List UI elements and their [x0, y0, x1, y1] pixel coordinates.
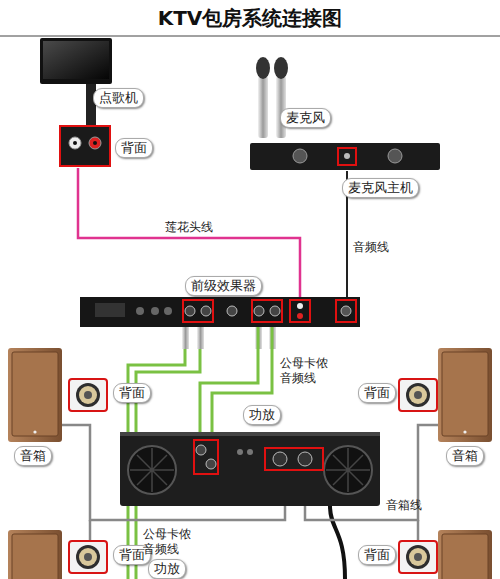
device-label: 麦克风: [280, 108, 331, 128]
amp-body: [120, 432, 380, 506]
speaker-cable: [89, 520, 92, 540]
cable-connector: [305, 425, 438, 520]
highlight-box: [338, 148, 356, 165]
device-label: 音箱: [14, 446, 52, 466]
mic-in: [341, 306, 351, 316]
screen-frame: [40, 38, 112, 84]
fan: [324, 446, 372, 494]
xlr-in: [206, 459, 216, 469]
speaker: [438, 348, 492, 442]
highlight-box: [290, 300, 310, 322]
device-node: 功放: [120, 432, 380, 506]
highlight-box: [336, 300, 356, 322]
mic-handle: [276, 76, 286, 138]
highlight-box: [252, 300, 282, 322]
speaker-cable: [417, 520, 420, 540]
device-node: 前级效果器: [80, 297, 360, 327]
fan-grill: [130, 448, 174, 492]
rca-hole: [73, 141, 77, 145]
device-label: 麦克风主机: [342, 178, 419, 198]
knob: [136, 307, 144, 315]
receiver-body: [250, 143, 440, 170]
device-node: 麦克风主机: [250, 143, 440, 171]
mic-head: [256, 57, 270, 79]
amplifier: [120, 432, 380, 506]
speaker-back: [399, 541, 437, 573]
xlr-plug: [255, 327, 262, 349]
speaker: [8, 348, 62, 442]
speaker-back: [399, 379, 437, 411]
speakon: [298, 452, 312, 466]
cable-label: 公母卡侬 音频线: [280, 356, 332, 386]
jack: [344, 153, 350, 159]
xlr-plug: [182, 327, 189, 349]
knob: [151, 307, 159, 315]
speaker-back: [69, 541, 107, 573]
cable-label: 音频线: [353, 240, 389, 255]
knob: [388, 149, 402, 163]
rca-jack: [69, 137, 81, 149]
cable-connector: [78, 168, 300, 297]
fan: [128, 446, 176, 494]
fan-grill: [326, 448, 370, 492]
speaker-back: [69, 379, 107, 411]
knob: [164, 307, 172, 315]
part-tag: 背面: [358, 545, 396, 565]
xlr-out: [270, 306, 280, 316]
rca-hole: [93, 141, 97, 145]
device-node: 音箱: [8, 348, 62, 442]
xlr-out: [201, 306, 211, 316]
cable-label: 音箱线: [386, 498, 422, 513]
highlight-box: [265, 448, 323, 470]
speakon: [273, 452, 287, 466]
switch: [247, 449, 253, 455]
rca-in: [297, 313, 303, 319]
switch: [237, 449, 243, 455]
device-label: 音箱: [446, 446, 484, 466]
power-cord: [330, 506, 345, 579]
rca-jack: [89, 137, 101, 149]
cable-connector: [200, 327, 258, 432]
device-label: 前级效果器: [185, 276, 262, 296]
device-node: 麦克风: [250, 55, 300, 141]
part-tag: 功放: [148, 559, 186, 579]
xlr-out: [254, 306, 264, 316]
highlight-box: [183, 300, 213, 322]
cable-connector: [346, 171, 348, 297]
rca-in: [297, 303, 303, 309]
diagram-title: KTV包房系统连接图: [0, 6, 500, 30]
xlr-out: [227, 306, 237, 316]
effector-body: [80, 297, 360, 327]
amp-top: [120, 432, 380, 436]
device-node: 音箱: [438, 348, 492, 442]
device-node: 点歌机: [40, 36, 112, 168]
speaker: [438, 530, 492, 579]
xlr-out: [185, 306, 195, 316]
mic-head: [274, 57, 288, 79]
pre-effector: [80, 297, 360, 327]
device-label: 功放: [243, 405, 281, 425]
cable-connector: [62, 425, 285, 520]
part-tag: 背面: [115, 138, 153, 158]
mic-receiver: [250, 143, 440, 170]
part-tag: 背面: [113, 383, 151, 403]
title-rule: [0, 36, 500, 37]
xlr-plug: [269, 327, 276, 349]
speaker: [8, 530, 62, 579]
knob: [293, 149, 307, 163]
xlr-plug: [197, 327, 204, 349]
device-label: 点歌机: [93, 88, 144, 108]
note-label: 公母卡侬 音频线: [143, 527, 195, 557]
highlight-box: [194, 440, 218, 474]
display: [95, 303, 125, 317]
back-panel: [60, 126, 110, 166]
screen: [43, 41, 109, 79]
part-tag: 背面: [358, 383, 396, 403]
xlr-in: [196, 445, 206, 455]
cable-connector: [212, 327, 272, 432]
cable-label: 莲花头线: [165, 220, 213, 235]
mic-handle: [258, 76, 268, 138]
